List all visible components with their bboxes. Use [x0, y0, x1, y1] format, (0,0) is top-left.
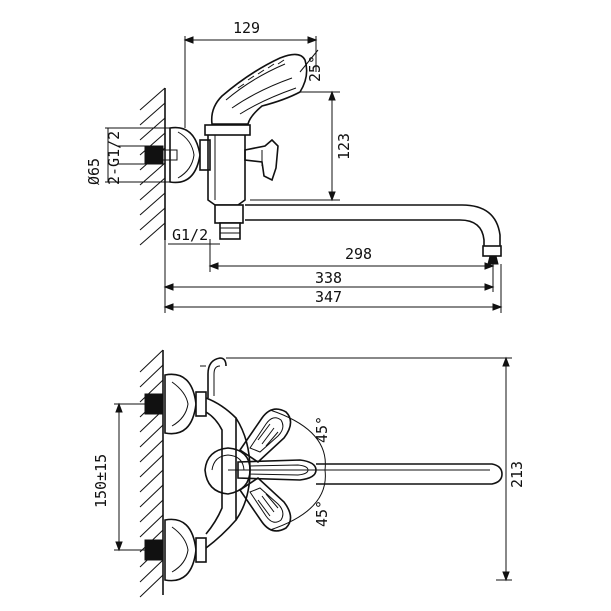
dim-213: 213	[226, 356, 526, 582]
dim-213-label: 213	[508, 461, 526, 488]
dim-129-label: 129	[233, 19, 260, 37]
dim-150: 150±15	[92, 402, 145, 552]
side-lever-handle	[210, 53, 308, 125]
front-upper-inlet	[144, 373, 207, 435]
dim-123-label: 123	[335, 133, 353, 160]
front-lower-inlet	[144, 518, 207, 582]
front-lever-lower	[238, 476, 292, 532]
dim-123: 123	[250, 90, 353, 202]
front-mixer-body	[205, 397, 251, 549]
side-swivel-spout	[245, 204, 502, 265]
dim-347-label: 347	[315, 288, 342, 306]
side-view: 129 25° 123 Ø65 2-G1/2	[85, 19, 503, 313]
side-inlet-connector	[144, 145, 178, 165]
dim-25-angle: 25°	[299, 49, 324, 82]
front-lever-middle	[237, 459, 317, 481]
dim-inlet-thread-label: 2-G1/2	[105, 131, 123, 185]
dim-25-label: 25°	[306, 55, 324, 82]
dim-outlet-thread: G1/2	[168, 226, 220, 245]
side-wall	[139, 87, 166, 246]
front-shower-hook	[200, 357, 227, 398]
side-flange	[169, 126, 211, 184]
front-angle-lower-label: 45°	[313, 500, 331, 527]
dim-338-label: 338	[315, 269, 342, 287]
dim-flange-diameter-label: Ø65	[85, 158, 103, 185]
dim-347: 347	[163, 264, 503, 313]
front-angle-upper-label: 45°	[313, 416, 331, 443]
dim-129: 129	[183, 19, 318, 128]
dim-298: 298	[208, 239, 495, 272]
front-angle-arc	[228, 409, 326, 531]
side-mixer-body	[204, 124, 279, 240]
front-view: 45° 45° 150±15 213	[92, 349, 526, 598]
dim-150-label: 150±15	[92, 454, 110, 508]
front-lever-upper	[238, 408, 292, 464]
dim-298-label: 298	[345, 245, 372, 263]
dim-flange: Ø65 2-G1/2	[85, 127, 170, 185]
dim-outlet-thread-label: G1/2	[172, 226, 208, 244]
dim-338: 338	[163, 240, 495, 313]
front-spout	[316, 463, 503, 485]
